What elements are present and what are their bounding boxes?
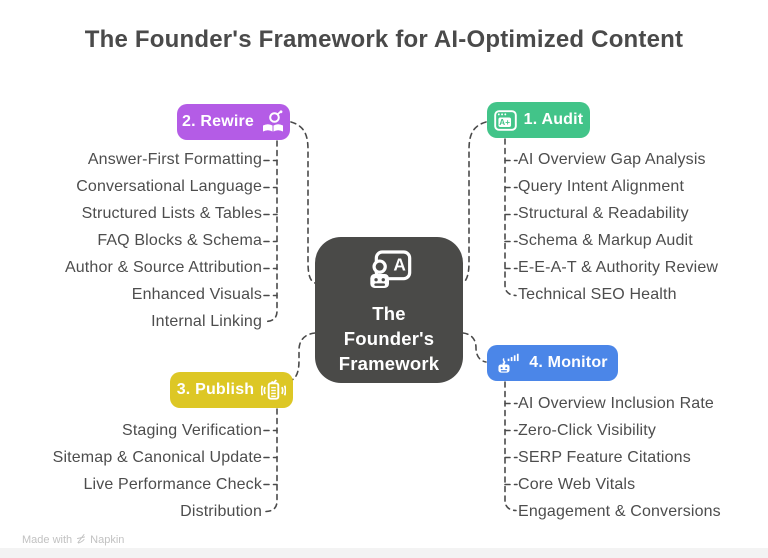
list-item: Zero-Click Visibility xyxy=(518,422,656,439)
svg-text:A+: A+ xyxy=(499,117,510,126)
napkin-watermark[interactable]: Made with Napkin xyxy=(22,533,124,547)
branch-badge-label: 1. Audit xyxy=(523,111,584,128)
list-item: Structured Lists & Tables xyxy=(81,205,262,222)
watermark-prefix: Made with xyxy=(22,534,73,546)
list-item: AI Overview Gap Analysis xyxy=(518,151,706,168)
list-item: Conversational Language xyxy=(76,178,262,195)
center-node-label: The Founder's Framework xyxy=(338,303,440,374)
bottom-edge-bar xyxy=(0,548,768,558)
audit-item-list: AI Overview Gap Analysis Query Intent Al… xyxy=(518,146,718,308)
branch-badge-label: 3. Publish xyxy=(176,381,255,398)
list-item: Core Web Vitals xyxy=(518,476,636,493)
svg-text:A: A xyxy=(393,255,406,275)
list-item: AI Overview Inclusion Rate xyxy=(518,395,714,412)
book-rewrite-icon xyxy=(261,110,285,134)
list-item: SERP Feature Citations xyxy=(518,449,691,466)
list-item: Author & Source Attribution xyxy=(64,259,262,276)
center-node-founders-framework: A The Founder's Framework xyxy=(315,237,463,383)
branch-badge-rewire: 2. Rewire xyxy=(177,104,290,140)
branch-badge-label: 4. Monitor xyxy=(529,354,608,371)
list-item: Distribution xyxy=(180,503,262,520)
list-item: Technical SEO Health xyxy=(518,286,677,303)
list-item: Engagement & Conversions xyxy=(518,503,721,520)
branch-badge-audit: A+ 1. Audit xyxy=(487,102,590,138)
press-document-icon xyxy=(261,378,287,402)
publish-item-list: Staging Verification Sitemap & Canonical… xyxy=(53,417,262,525)
branch-badge-monitor: 4. Monitor xyxy=(487,345,618,381)
list-item: Enhanced Visuals xyxy=(131,286,262,303)
branch-badge-publish: 3. Publish xyxy=(170,372,293,408)
list-item: Staging Verification xyxy=(122,422,262,439)
watermark-brand: Napkin xyxy=(90,534,125,546)
list-item: Schema & Markup Audit xyxy=(518,232,693,249)
list-item: Query Intent Alignment xyxy=(518,178,685,195)
list-item: Structural & Readability xyxy=(518,205,689,222)
branch-badge-label: 2. Rewire xyxy=(181,113,255,130)
napkin-logo-icon xyxy=(76,533,86,547)
list-item: Internal Linking xyxy=(151,313,262,330)
list-item: Answer-First Formatting xyxy=(87,151,262,168)
list-item: Live Performance Check xyxy=(83,476,262,493)
robot-signal-icon xyxy=(497,352,522,374)
list-item: FAQ Blocks & Schema xyxy=(97,232,262,249)
page-title: The Founder's Framework for AI-Optimized… xyxy=(84,26,684,53)
list-item: Sitemap & Canonical Update xyxy=(52,449,262,466)
monitor-item-list: AI Overview Inclusion Rate Zero-Click Vi… xyxy=(518,390,721,525)
rewire-item-list: Answer-First Formatting Conversational L… xyxy=(65,146,262,335)
ai-profile-card-icon: A xyxy=(366,250,412,295)
browser-grade-a-plus-icon: A+ xyxy=(493,109,517,131)
list-item: E-E-A-T & Authority Review xyxy=(518,259,719,276)
